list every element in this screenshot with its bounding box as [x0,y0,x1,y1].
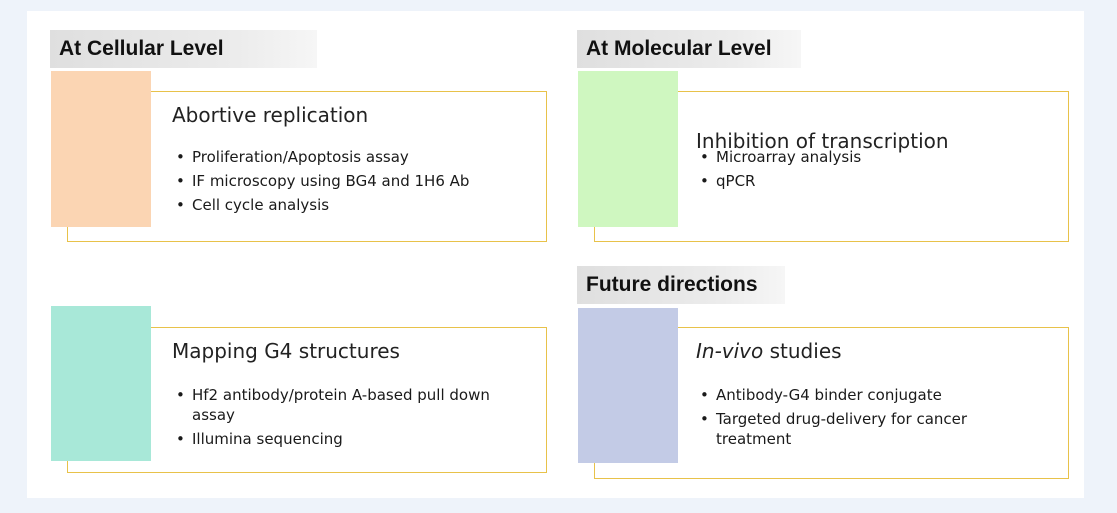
list-item: Hf2 antibody/protein A-based pull down a… [172,385,507,425]
list-item: Cell cycle analysis [172,195,547,215]
bullet-list-cellular: Proliferation/Apoptosis assay IF microsc… [172,147,547,219]
color-swatch-cellular [51,71,151,227]
section-header-cellular: At Cellular Level [50,30,317,68]
section-header-molecular: At Molecular Level [577,30,801,68]
list-item: Illumina sequencing [172,429,507,449]
card-title-in-vivo-studies: In-vivo studies [696,339,842,363]
title-rest-part: studies [763,339,842,363]
bullet-list-future: Antibody-G4 binder conjugate Targeted dr… [696,385,1041,453]
diagram-canvas: At Cellular Level Abortive replication P… [27,11,1084,498]
bullet-list-mapping: Hf2 antibody/protein A-based pull down a… [172,385,507,453]
color-swatch-mapping [51,306,151,461]
list-item: qPCR [696,171,1066,191]
bullet-list-molecular: Microarray analysis qPCR [696,147,1066,195]
section-header-future: Future directions [577,266,785,304]
card-title-mapping-g4-structures: Mapping G4 structures [172,339,400,363]
card-title-abortive-replication: Abortive replication [172,103,369,127]
color-swatch-future [578,308,678,463]
list-item: Microarray analysis [696,147,1066,167]
list-item: Targeted drug-delivery for cancer treatm… [696,409,1041,449]
list-item: Antibody-G4 binder conjugate [696,385,1041,405]
list-item: Proliferation/Apoptosis assay [172,147,547,167]
title-italic-part: In-vivo [696,339,764,363]
list-item: IF microscopy using BG4 and 1H6 Ab [172,171,547,191]
color-swatch-molecular [578,71,678,227]
